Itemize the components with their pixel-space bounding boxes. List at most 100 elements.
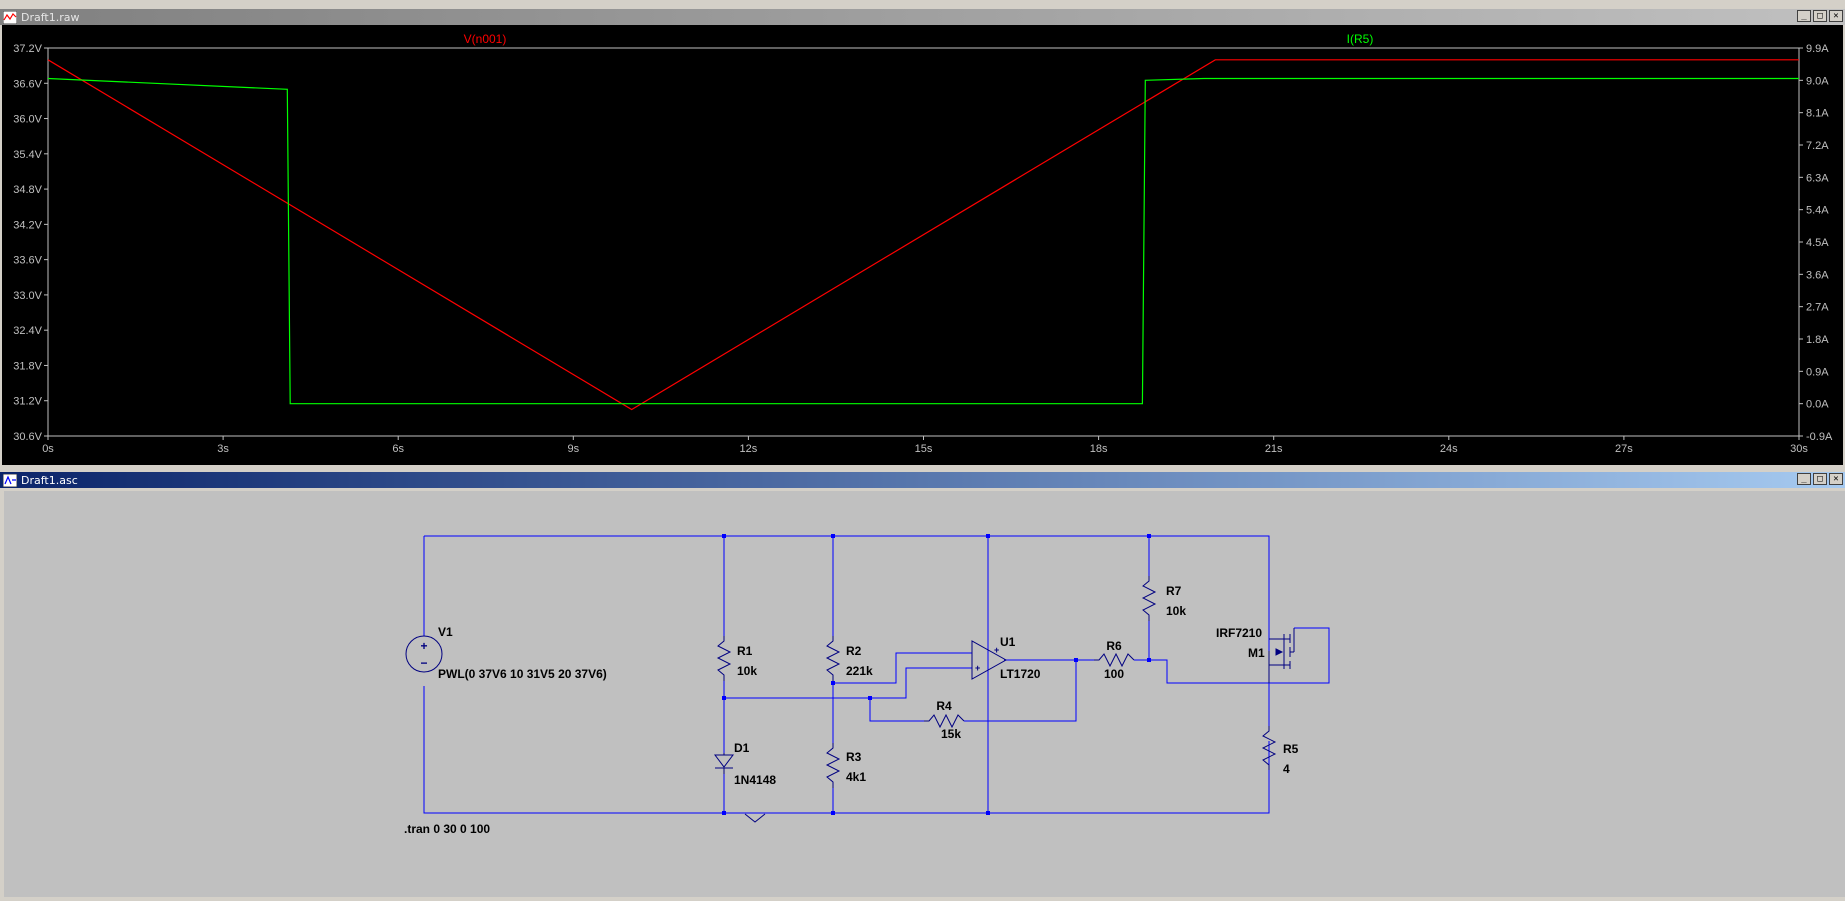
y-right-tick-label: 5.4A [1806,205,1829,217]
resistor-r4[interactable] [924,713,965,729]
resistor-r1[interactable] [716,636,732,681]
r6-name: R6 [1106,639,1122,653]
x-tick-label: 18s [1090,443,1108,455]
resistor-r6[interactable] [1094,652,1135,668]
r4-name: R4 [936,699,952,713]
y-left-tick-label: 30.6V [13,431,42,443]
v1-name: V1 [438,625,453,639]
resistor-r3[interactable] [825,743,841,788]
maximize-button[interactable]: □ [1813,473,1827,485]
y-right-tick-label: 2.7A [1806,302,1829,314]
resistor-r7[interactable] [1141,576,1157,621]
minimize-button[interactable]: _ [1797,10,1811,22]
y-left-tick-label: 37.2V [13,43,42,55]
svg-text:+: + [994,645,999,655]
d1-value: 1N4148 [734,773,776,787]
svg-text:+: + [420,639,427,653]
r5-name: R5 [1283,742,1299,756]
x-tick-label: 21s [1265,443,1283,455]
diode-d1[interactable] [714,753,734,774]
resistor-r2[interactable] [825,636,841,681]
y-right-tick-label: 3.6A [1806,269,1829,281]
schematic-canvas[interactable]: + − V1 PWL(0 37V6 10 31V5 20 37V6) R1 10… [4,491,1845,897]
maximize-button[interactable]: □ [1813,10,1827,22]
ground-symbol[interactable] [744,813,766,823]
v1-value: PWL(0 37V6 10 31V5 20 37V6) [438,667,607,681]
r2-value: 221k [846,664,873,678]
mosfet-m1[interactable] [1268,628,1295,683]
u1-value: LT1720 [1000,667,1041,681]
y-left-tick-label: 31.2V [13,396,42,408]
y-right-tick-label: 9.9A [1806,43,1829,55]
y-left-tick-label: 32.4V [13,325,42,337]
spice-directive[interactable]: .tran 0 30 0 100 [404,822,490,836]
minimize-button[interactable]: _ [1797,473,1811,485]
junctions [722,534,1151,815]
svg-text:−: − [420,656,427,670]
r1-name: R1 [737,644,753,658]
y-left-tick-label: 34.2V [13,219,42,231]
d1-name: D1 [734,741,750,755]
wires [423,535,1330,814]
x-tick-label: 9s [567,443,579,455]
m1-value: IRF7210 [1216,626,1262,640]
y-left-tick-label: 34.8V [13,184,42,196]
waveform-window: Draft1.raw _ □ ✕ V(n001) I(R5) 37.2V 36.6… [0,9,1845,465]
x-tick-label: 30s [1790,443,1808,455]
opamp-u1[interactable]: + + [971,640,1008,680]
trace-label-voltage[interactable]: V(n001) [464,32,507,46]
schematic-drawing[interactable]: + − V1 PWL(0 37V6 10 31V5 20 37V6) R1 10… [4,491,1845,897]
schematic-window-title: Draft1.asc [21,473,78,487]
x-tick-label: 12s [740,443,758,455]
x-tick-label: 6s [392,443,404,455]
r5-value: 4 [1283,762,1290,776]
r6-value: 100 [1104,667,1124,681]
waveform-plot[interactable]: V(n001) I(R5) 37.2V 36.6V 36.0V 35.4V 34.8V 3… [2,25,1843,465]
x-tick-label: 15s [915,443,933,455]
u1-name: U1 [1000,635,1016,649]
y-left-tick-label: 36.6V [13,78,42,90]
y-right-tick-label: 0.0A [1806,399,1829,411]
x-tick-label: 27s [1615,443,1633,455]
schematic-titlebar[interactable]: Draft1.asc _ □ ✕ [0,472,1845,488]
y-right-tick-label: 1.8A [1806,334,1829,346]
close-button[interactable]: ✕ [1829,473,1843,485]
y-left-tick-label: 33.6V [13,255,42,267]
trace-label-current[interactable]: I(R5) [1347,32,1374,46]
r7-value: 10k [1166,604,1186,618]
r1-value: 10k [737,664,757,678]
y-right-tick-label: 6.3A [1806,172,1829,184]
r7-name: R7 [1166,584,1182,598]
voltage-source-v1[interactable]: + − [405,635,443,673]
y-right-tick-label: -0.9A [1806,431,1833,443]
x-tick-label: 3s [217,443,229,455]
y-right-tick-label: 8.1A [1806,108,1829,120]
y-left-tick-label: 33.0V [13,290,42,302]
r4-value: 15k [941,727,961,741]
y-right-tick-label: 4.5A [1806,237,1829,249]
m1-name: M1 [1248,646,1265,660]
x-tick-label: 0s [42,443,54,455]
y-left-tick-label: 36.0V [13,114,42,126]
waveform-titlebar[interactable]: Draft1.raw _ □ ✕ [0,9,1845,25]
svg-text:+: + [975,663,980,673]
r3-name: R3 [846,750,862,764]
series-line-ir5 [47,77,1799,405]
resistor-r5[interactable] [1261,726,1277,770]
y-right-tick-label: 9.0A [1806,75,1829,87]
r3-value: 4k1 [846,770,866,784]
waveform-app-icon [3,10,17,24]
plot-frame [47,47,1800,437]
schematic-app-icon [3,473,17,487]
y-left-tick-label: 35.4V [13,149,42,161]
y-left-tick-label: 31.8V [13,360,42,372]
y-right-tick-label: 0.9A [1806,366,1829,378]
x-tick-label: 24s [1440,443,1458,455]
waveform-window-title: Draft1.raw [21,10,80,24]
schematic-window: Draft1.asc _ □ ✕ [0,472,1845,897]
close-button[interactable]: ✕ [1829,10,1843,22]
waveform-chart[interactable]: V(n001) I(R5) 37.2V 36.6V 36.0V 35.4V 34.8V 3… [2,25,1843,465]
r2-name: R2 [846,644,862,658]
series-line-vn001 [47,59,1799,411]
y-right-tick-label: 7.2A [1806,140,1829,152]
